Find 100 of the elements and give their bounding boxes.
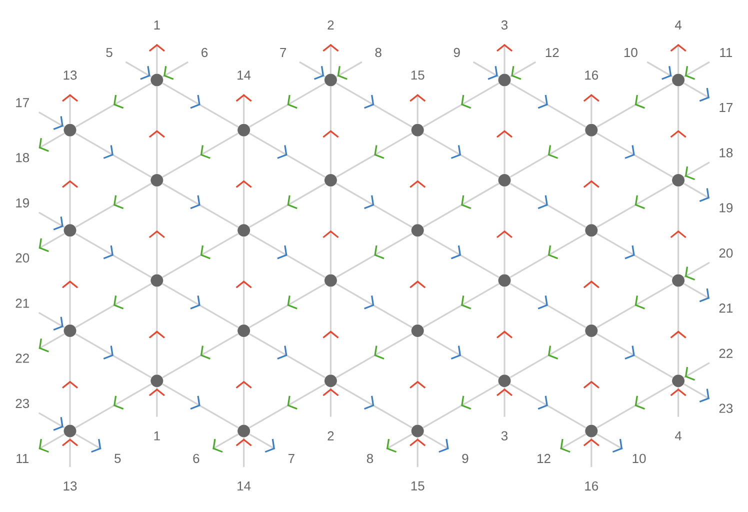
arrow <box>496 387 512 417</box>
edge-label: 22 <box>719 348 732 358</box>
lattice-dot <box>672 274 685 287</box>
lattice-dot <box>672 174 685 187</box>
edge-label: 18 <box>16 153 30 162</box>
edge-label: 8 <box>375 48 382 58</box>
lattice-dot <box>585 124 598 136</box>
edge-label: 13 <box>64 70 77 80</box>
arrow <box>422 434 450 453</box>
arrow <box>596 434 623 453</box>
lattice-dot <box>324 274 337 287</box>
edge-label: 14 <box>238 482 251 490</box>
arrow <box>212 434 239 453</box>
edge-label: 5 <box>114 454 121 463</box>
edge-label: 19 <box>720 203 733 212</box>
edge-label: 23 <box>16 398 30 408</box>
edge-label: 11 <box>720 48 732 57</box>
edge-label: 21 <box>16 298 29 308</box>
edge-label: 20 <box>16 253 30 262</box>
arrow <box>410 437 426 467</box>
edge-label: 2 <box>328 20 334 30</box>
lattice-dot <box>150 174 164 187</box>
arrow <box>236 94 252 124</box>
arrow <box>38 212 65 230</box>
edge-label: 12 <box>538 454 550 463</box>
lattice-dot <box>238 324 250 337</box>
arrow <box>236 437 252 467</box>
arrow <box>496 44 512 74</box>
edge-label: 12 <box>546 48 559 58</box>
arrow <box>38 111 65 130</box>
arrow <box>683 162 710 180</box>
lattice-dot <box>498 374 511 388</box>
arrow <box>162 61 188 80</box>
edge-label: 14 <box>238 70 251 80</box>
edge-label: 6 <box>202 48 208 58</box>
edge-label: 5 <box>106 48 112 58</box>
lattice-dot <box>64 124 76 136</box>
edge-label: 23 <box>719 404 733 413</box>
arrow <box>38 312 65 331</box>
lattice-dot <box>64 224 76 237</box>
arrow <box>560 434 586 453</box>
arrow <box>322 44 339 74</box>
edge-label: 20 <box>719 248 733 258</box>
lattice-dot <box>411 424 424 438</box>
arrow <box>683 61 710 80</box>
arrow <box>646 61 674 80</box>
lattice-dot <box>672 74 685 86</box>
edge-label: 18 <box>720 148 733 158</box>
edge-label: 3 <box>501 20 508 30</box>
edge-label: 17 <box>720 103 732 112</box>
lattice-dot <box>64 424 76 438</box>
lattice-dot <box>585 224 598 237</box>
lattice-dot <box>324 374 337 388</box>
arrow <box>38 333 65 352</box>
arrow <box>38 434 65 453</box>
lattice-dot <box>411 124 424 136</box>
arrow <box>38 132 65 152</box>
edge-label: 19 <box>16 198 29 208</box>
edge-label: 16 <box>585 481 598 491</box>
arrow <box>386 434 412 453</box>
edge-label: 10 <box>624 48 638 58</box>
edge-label: 21 <box>719 304 733 313</box>
arrow <box>336 61 362 80</box>
edge-label: 9 <box>454 48 460 58</box>
lattice-dot <box>411 324 424 337</box>
arrow <box>510 61 536 80</box>
lattice-dot <box>672 374 685 388</box>
arrow <box>38 412 65 431</box>
arrow <box>75 434 102 453</box>
arrow <box>38 232 65 252</box>
arrow <box>683 383 710 403</box>
edge-label: 11 <box>16 454 28 463</box>
lattice-dot <box>150 274 164 287</box>
lattice-dot <box>324 174 337 187</box>
arrow <box>148 44 165 74</box>
arrow <box>62 94 78 124</box>
lattice-dot <box>150 74 164 86</box>
arrow <box>472 61 500 80</box>
arrow <box>410 94 426 124</box>
arrow <box>683 82 710 102</box>
edge-label: 9 <box>462 454 468 464</box>
arrow <box>322 387 339 417</box>
edge-label: 4 <box>674 20 682 30</box>
edge-label: 15 <box>411 481 424 490</box>
edge-label: 7 <box>280 48 286 57</box>
lattice-dot <box>498 174 511 187</box>
lattice-dot <box>585 424 598 438</box>
edge-label: 6 <box>193 454 200 464</box>
edge-label: 13 <box>64 481 77 491</box>
edge-label: 10 <box>632 454 646 464</box>
edge-label: 7 <box>288 454 294 463</box>
lattice-dot <box>64 324 76 337</box>
edge-label: 1 <box>154 20 160 30</box>
edge-label: 3 <box>501 431 508 440</box>
edge-label: 15 <box>411 70 424 80</box>
arrow <box>583 94 600 124</box>
arrow <box>148 387 165 417</box>
arrow <box>299 61 326 80</box>
lattice-dot <box>585 324 598 337</box>
lattice-dot <box>238 224 250 237</box>
